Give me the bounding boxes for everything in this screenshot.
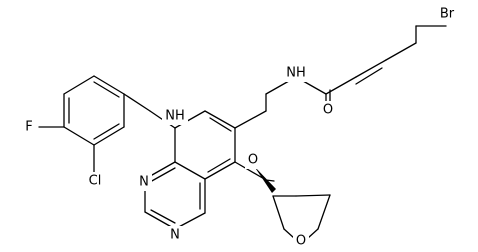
bond xyxy=(307,228,319,239)
bond xyxy=(209,117,232,132)
bond xyxy=(93,126,125,146)
stereo-wedge-bond xyxy=(254,166,276,193)
bond xyxy=(355,59,387,78)
amide-nh-label: NH xyxy=(286,66,306,81)
bond xyxy=(317,194,331,230)
bond xyxy=(355,67,383,85)
bond xyxy=(93,81,120,98)
bond xyxy=(174,110,206,129)
quinazoline-n1-label: N xyxy=(170,228,180,243)
bond xyxy=(204,161,236,180)
ether-oxygen-label: O xyxy=(248,153,258,168)
quinazoline-n3-label: N xyxy=(139,175,149,190)
bonds xyxy=(38,25,447,239)
bond xyxy=(123,93,151,112)
bond xyxy=(207,158,231,173)
bond xyxy=(295,194,331,197)
bond xyxy=(234,161,267,181)
bond xyxy=(283,228,295,239)
bond xyxy=(325,76,357,95)
chlorine-atom-label: Cl xyxy=(89,174,102,189)
bond xyxy=(63,126,95,146)
atom-labels: Br NH O NH F Cl N N O O xyxy=(21,4,463,250)
bond xyxy=(93,75,125,95)
bond xyxy=(272,195,285,230)
bond xyxy=(63,75,95,95)
bond xyxy=(149,167,176,183)
bond xyxy=(385,42,417,61)
bond xyxy=(93,123,120,140)
carbonyl-oxygen-label: O xyxy=(323,103,333,118)
bromine-atom-label: Br xyxy=(440,7,455,22)
tetrahydrofuran-oxygen-label: O xyxy=(296,234,306,249)
amine-nh-label: NH xyxy=(165,109,185,124)
bond xyxy=(174,161,206,180)
bond xyxy=(204,110,236,129)
bond xyxy=(150,209,176,224)
bond xyxy=(234,110,267,129)
fluorine-atom-label: F xyxy=(25,120,32,135)
